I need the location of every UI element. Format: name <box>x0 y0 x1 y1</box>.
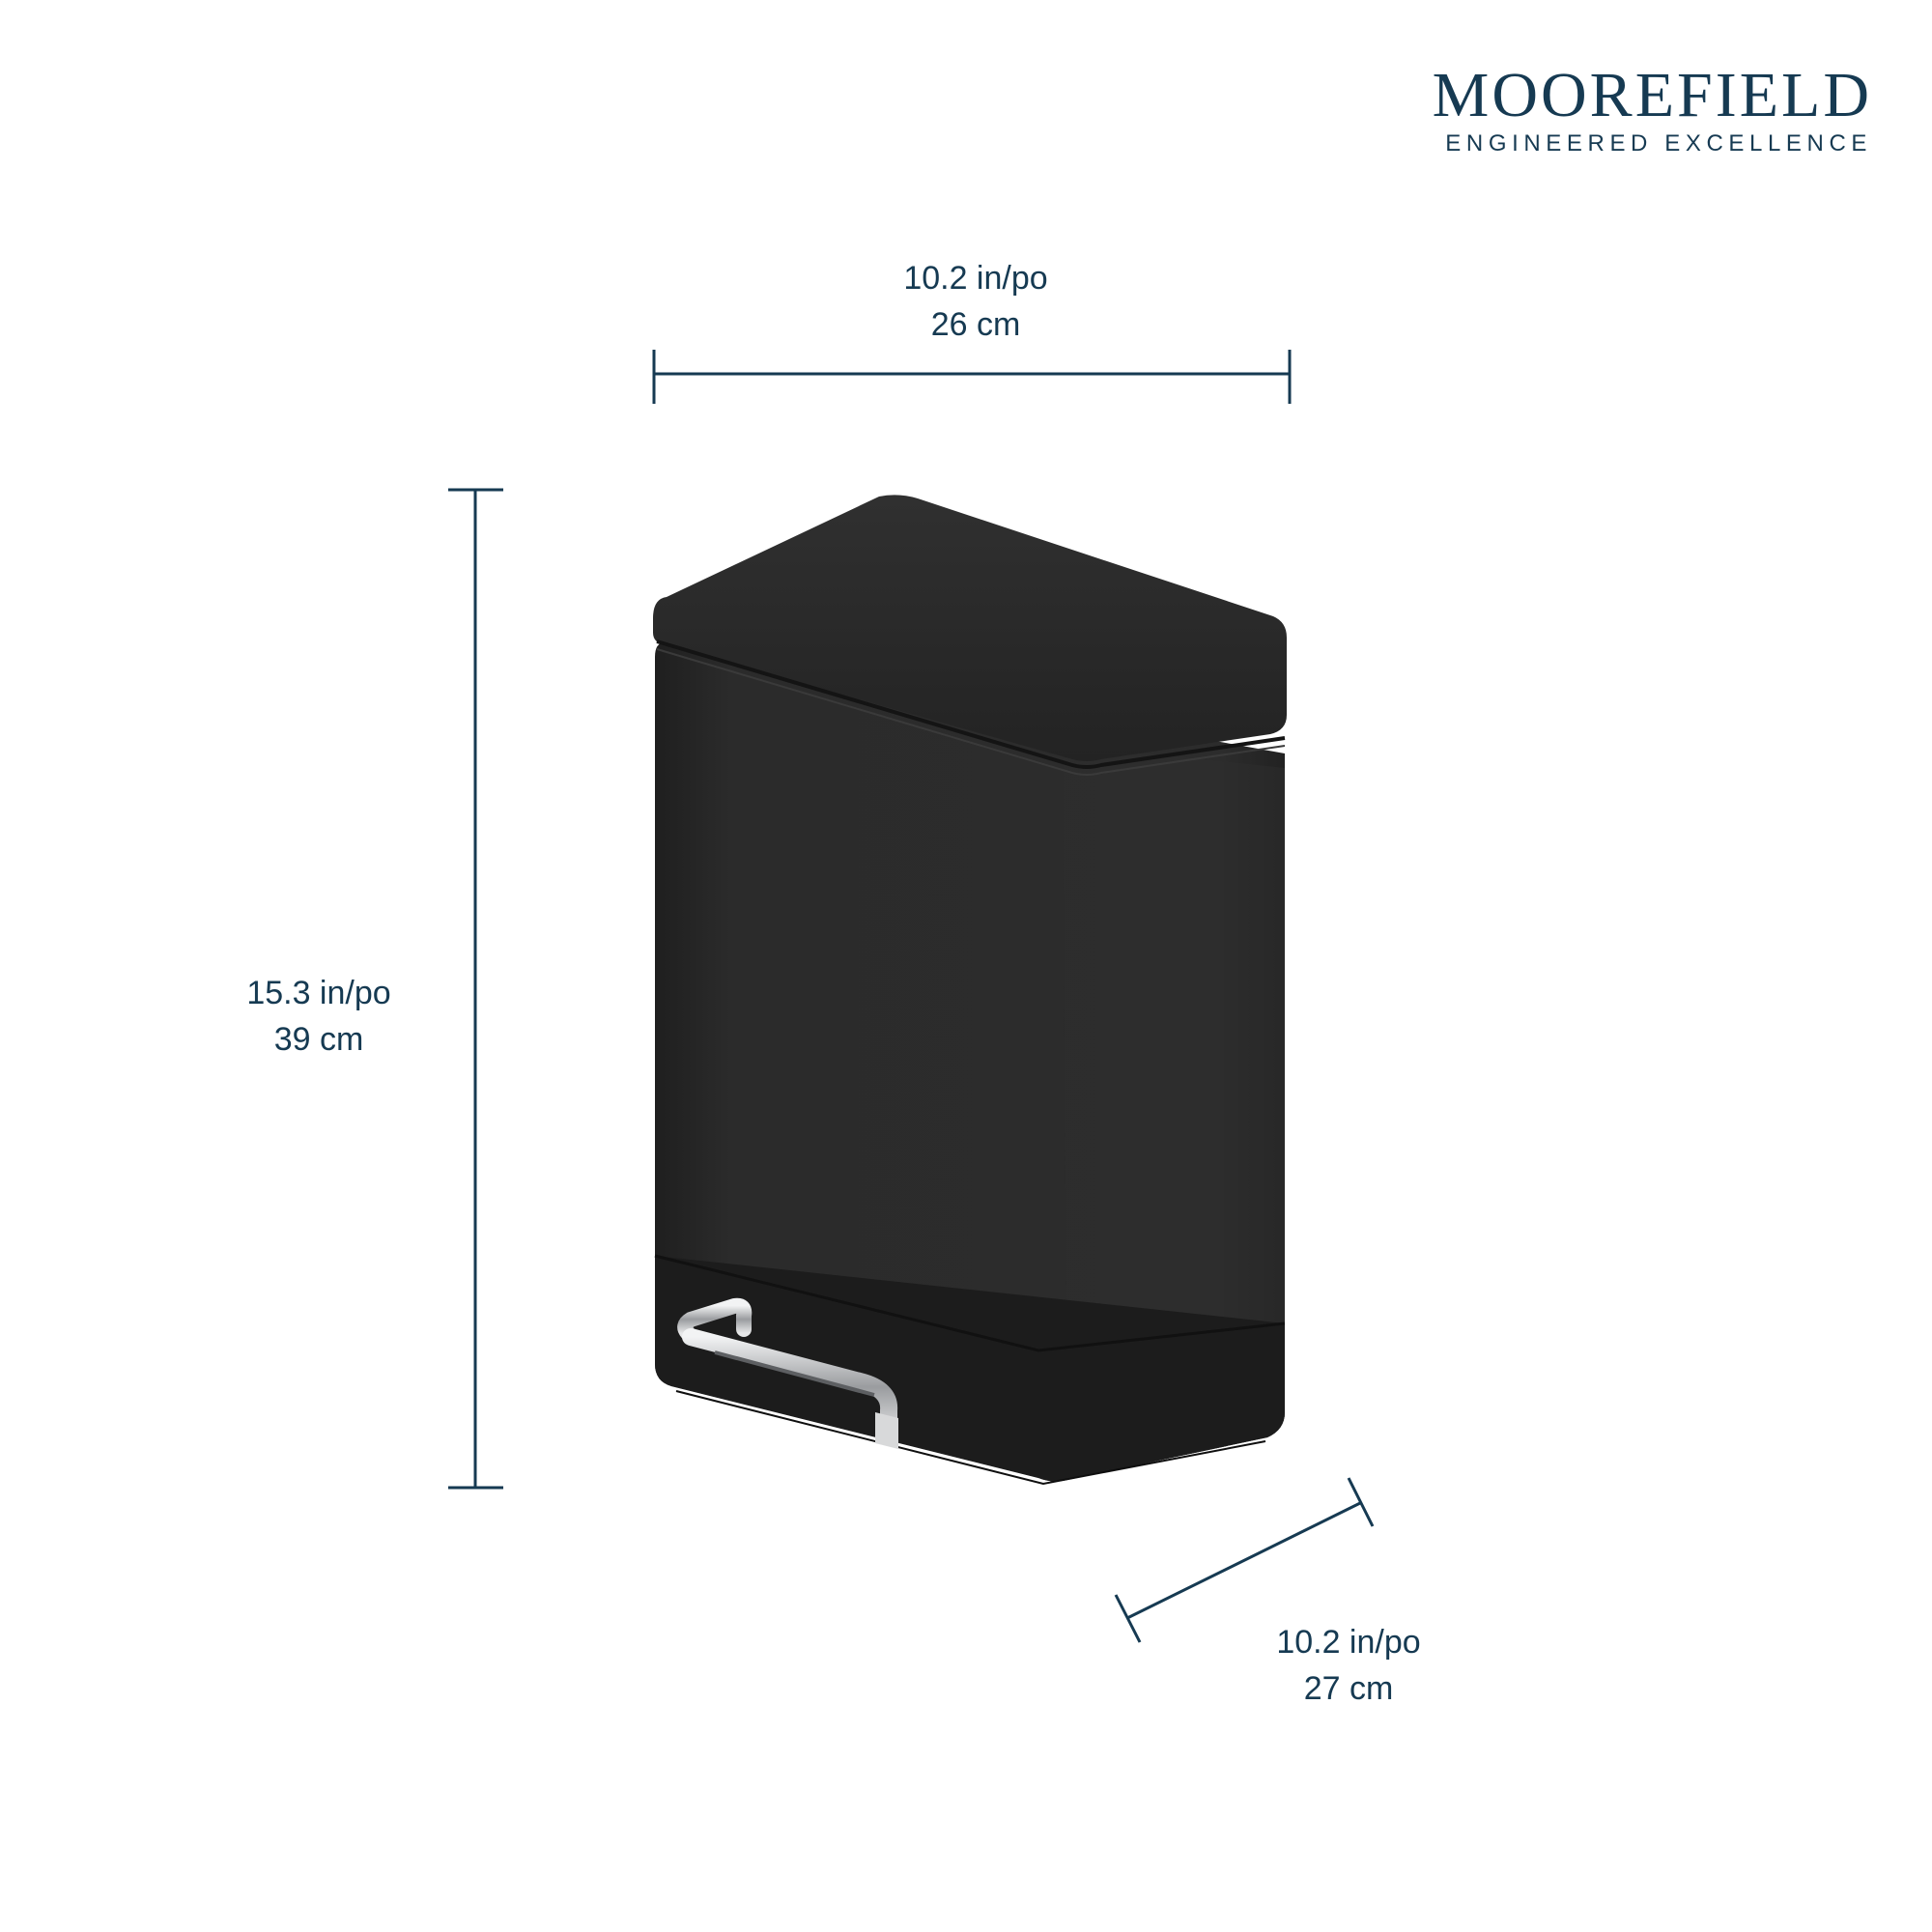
brand-logo: MOOREFIELD ENGINEERED EXCELLENCE <box>1433 64 1872 158</box>
depth-dimension-label: 10.2 in/po 27 cm <box>1184 1619 1513 1712</box>
width-imperial: 10.2 in/po <box>903 260 1048 297</box>
width-metric: 26 cm <box>930 306 1021 343</box>
brand-tagline: ENGINEERED EXCELLENCE <box>1445 130 1872 156</box>
width-dimension-label: 10.2 in/po 26 cm <box>802 255 1150 348</box>
height-dimension-line <box>448 488 503 1490</box>
foot-pedal <box>677 1297 898 1449</box>
brand-name: MOOREFIELD <box>1432 60 1872 130</box>
trash-bin <box>653 495 1287 1486</box>
width-dimension-line <box>652 350 1292 404</box>
height-imperial: 15.3 in/po <box>246 975 391 1011</box>
depth-imperial: 10.2 in/po <box>1276 1624 1421 1661</box>
depth-metric: 27 cm <box>1303 1670 1394 1707</box>
height-dimension-label: 15.3 in/po 39 cm <box>164 970 473 1063</box>
depth-dimension-line <box>1114 1477 1375 1643</box>
height-metric: 39 cm <box>273 1021 364 1058</box>
